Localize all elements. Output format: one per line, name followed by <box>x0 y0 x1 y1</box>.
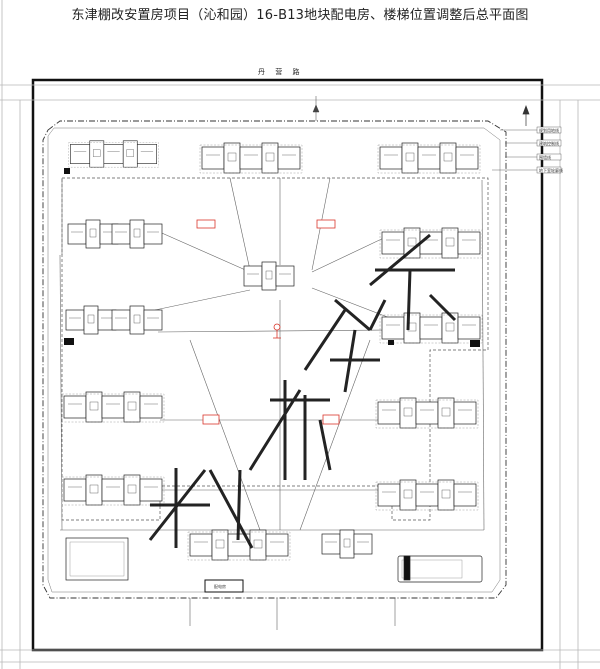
legend-label: 建筑控制线 <box>539 140 559 146</box>
legend-leaders <box>492 129 537 171</box>
building <box>65 305 117 335</box>
legend-box <box>536 126 562 134</box>
building <box>111 219 163 249</box>
legend-label: 围墙线 <box>539 154 551 160</box>
residential-buildings <box>61 140 483 561</box>
building <box>61 474 165 506</box>
entrance-marker <box>273 323 281 339</box>
road-label: 丹 营 路 <box>258 67 303 76</box>
north-arrow-icon <box>522 105 530 126</box>
watermark-stamp <box>148 233 457 549</box>
commercial-blocks <box>65 537 483 583</box>
legend-box <box>536 166 562 174</box>
building <box>377 142 481 174</box>
stair-marks <box>64 168 480 347</box>
legend-label: 规划用地线 <box>539 127 559 133</box>
building <box>375 479 479 511</box>
building <box>199 142 303 174</box>
gate-markers <box>189 96 396 630</box>
building <box>379 227 483 259</box>
substation-block <box>204 579 244 593</box>
drawing-title: 东津棚改安置房项目（沁和园）16-B13地块配电房、楼梯位置调整后总平面图 <box>71 8 529 23</box>
building <box>68 140 159 168</box>
setback-line <box>47 127 501 593</box>
internal-roads <box>59 177 485 531</box>
building <box>243 261 295 291</box>
building <box>67 219 119 249</box>
red-markers <box>196 219 340 425</box>
substation-label: 配电房 <box>214 583 226 589</box>
building <box>61 391 165 423</box>
legend-box <box>536 153 562 161</box>
site-boundary <box>42 120 507 599</box>
building <box>111 305 163 335</box>
legend-box <box>536 139 562 147</box>
legend-label: 地下室轮廓线 <box>539 167 563 173</box>
building <box>321 529 373 559</box>
building <box>375 397 479 429</box>
building <box>379 312 483 344</box>
underground-outline <box>61 177 489 521</box>
